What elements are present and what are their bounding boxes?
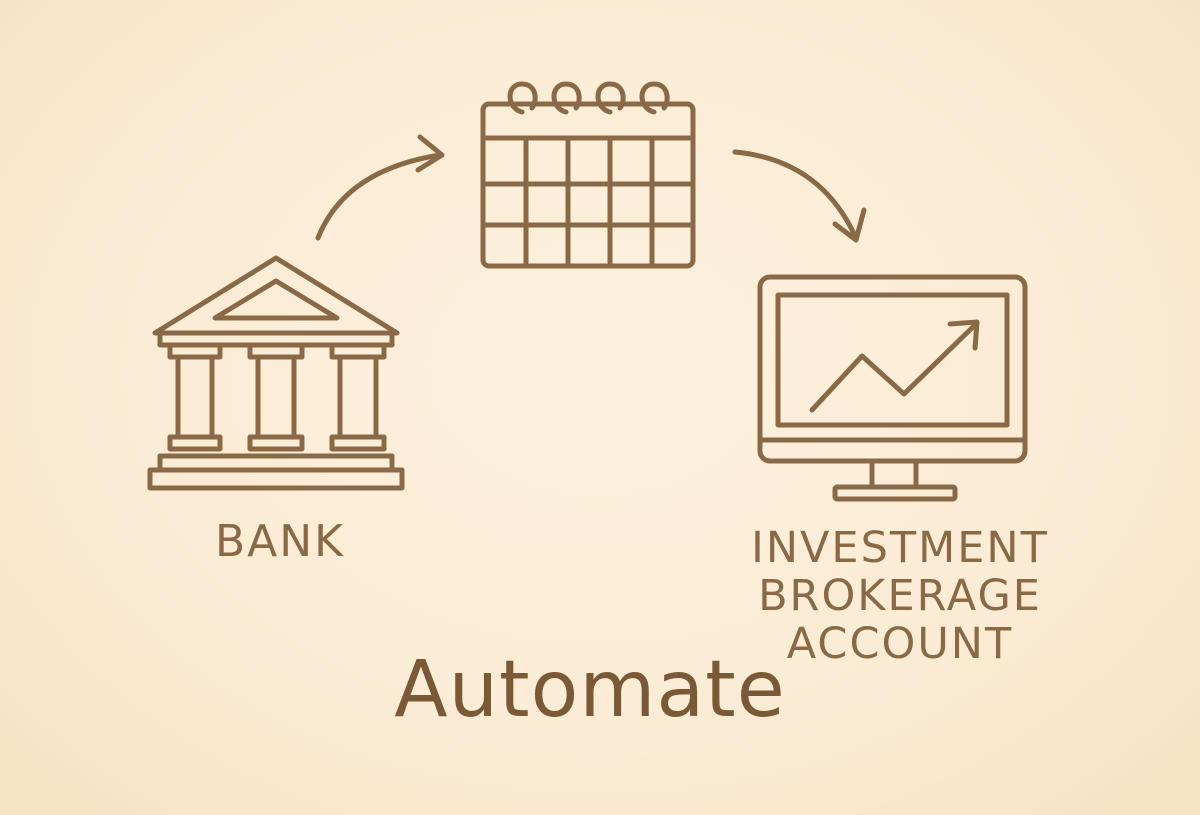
bank-label: BANK [214,516,346,567]
arrow-right-icon [315,134,445,241]
arrow-down-icon [732,149,867,243]
investment-brokerage-account-label: INVESTMENT BROKERAGE ACCOUNT [740,524,1060,668]
calendar-icon [480,81,696,269]
diagram-title: Automate [394,645,786,735]
investment-label-line-2: BROKERAGE [758,571,1042,621]
monitor-chart-icon [757,274,1028,502]
bank-icon [147,255,405,491]
investment-label-line-1: INVESTMENT [751,523,1049,573]
investment-label-line-3: ACCOUNT [786,619,1014,669]
